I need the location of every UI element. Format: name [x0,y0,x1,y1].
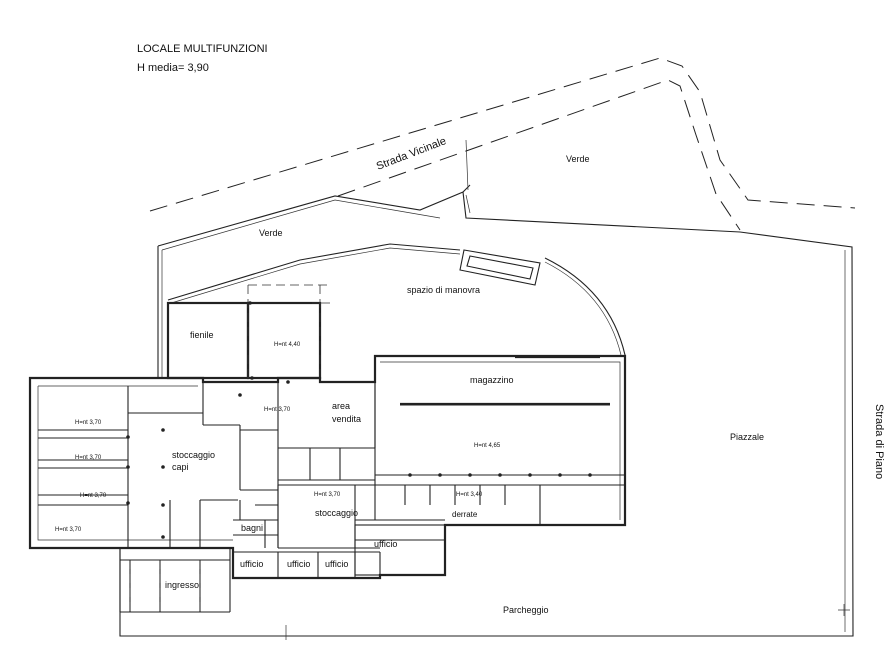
label-ufficio-4: ufficio [374,539,397,549]
label-h-fienile: H=nt 4,40 [274,342,301,348]
site-boundary-inner [161,199,846,632]
label-h-derrate: H=nt 3,40 [456,492,483,498]
title-line-1: LOCALE MULTIFUNZIONI [137,43,268,55]
left-wing-walls [38,386,129,548]
label-area-vendita-2: vendita [332,414,361,424]
title-line-2: H media= 3,90 [137,62,209,74]
site-boundary [119,184,854,637]
label-parcheggio: Parcheggio [503,605,549,615]
label-strada-di-piano: Strada di Piano [873,404,885,479]
label-bagni: bagni [241,523,263,533]
label-h-left-1: H=nt 3,70 [75,420,102,426]
ingresso-porch [119,548,231,613]
label-h-magazzino: H=nt 4,65 [474,443,501,449]
label-ufficio-3: ufficio [325,559,348,569]
label-stoccaggio-capi-1: stoccaggio [172,450,215,460]
column-dots [126,301,592,539]
label-verde-left: Verde [259,228,283,238]
verde-inner-edge [465,139,471,214]
label-h-stoccaggio: H=nt 3,70 [314,492,341,498]
label-piazzale: Piazzale [730,432,764,442]
label-spazio-manovra: spazio di manovra [407,285,480,295]
stoccaggio-derrate-walls [277,480,625,549]
label-area-vendita-1: area [332,401,350,411]
label-magazzino: magazzino [470,375,514,385]
label-stoccaggio-capi-2: capi [172,462,189,472]
label-h-left-4: H=nt 3,70 [55,527,82,533]
building-outline [28,354,627,580]
area-vendita-walls [240,381,376,490]
spazio-manovra-boundary-inner [167,247,622,356]
strada-vicinale-edge-upper [149,57,856,212]
strada-vicinale-edge-lower [337,79,741,231]
spazio-manovra-boundary [167,243,626,380]
label-verde-top: Verde [566,154,590,164]
label-ufficio-1: ufficio [240,559,263,569]
label-ingresso: ingresso [165,580,199,590]
uffici-walls [233,551,381,579]
fienile-room [166,301,250,380]
label-stoccaggio: stoccaggio [315,508,358,518]
building-outline-inner [37,361,621,541]
ramp [459,249,541,286]
label-derrate: derrate [452,510,478,519]
left-wing-partitions [128,382,279,548]
ufficio-room-right [354,524,446,576]
label-h-area: H=nt 3,70 [264,407,291,413]
boundary-cross-marks [285,604,850,640]
label-h-left-2: H=nt 3,70 [75,455,102,461]
label-h-left-3: H=nt 3,70 [80,493,107,499]
ingresso-dashed [129,560,201,612]
label-fienile: fienile [190,330,214,340]
h440-room [246,301,322,380]
bagni-walls [233,504,278,548]
h440-dashed-lines [247,284,330,378]
label-ufficio-2: ufficio [287,559,310,569]
label-strada-vicinale: Strada Vicinale [375,135,448,173]
